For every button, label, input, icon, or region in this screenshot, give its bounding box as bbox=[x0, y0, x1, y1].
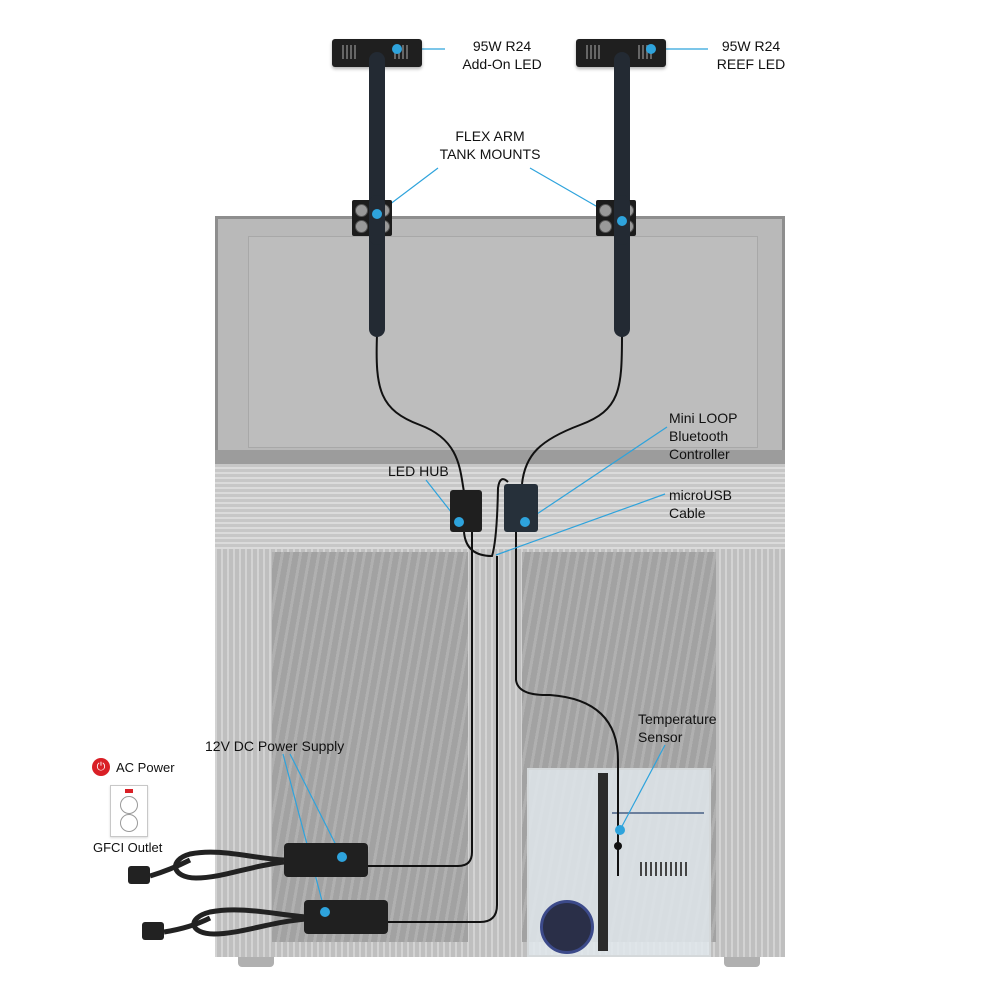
sump-water-line bbox=[612, 812, 704, 814]
label-led-hub: LED HUB bbox=[388, 463, 449, 479]
stand-foot bbox=[238, 957, 274, 967]
flex-arm-left-front bbox=[369, 195, 385, 245]
callout-dot bbox=[617, 216, 627, 226]
stand-foot bbox=[724, 957, 760, 967]
flex-arm-left bbox=[369, 52, 385, 337]
ac-plug-2 bbox=[142, 922, 164, 940]
power-supply-1 bbox=[284, 843, 368, 877]
flex-arm-right bbox=[614, 52, 630, 337]
callout-dot bbox=[392, 44, 402, 54]
callout-dot bbox=[520, 517, 530, 527]
callout-dot bbox=[320, 907, 330, 917]
gfci-outlet-icon bbox=[110, 785, 148, 837]
callout-dot bbox=[646, 44, 656, 54]
tank-bottom-rim bbox=[215, 450, 785, 464]
sump-baffle bbox=[598, 773, 608, 951]
stand-top-panel bbox=[215, 464, 785, 549]
cabinet-door-left bbox=[272, 552, 468, 942]
callout-dot bbox=[372, 209, 382, 219]
power-supply-2 bbox=[304, 900, 388, 934]
label-gfci-outlet: GFCI Outlet bbox=[93, 840, 163, 855]
tank-inner-glass bbox=[248, 236, 758, 448]
heater-vent bbox=[640, 862, 688, 876]
return-pump bbox=[540, 900, 594, 954]
callout-dot bbox=[454, 517, 464, 527]
callout-dot bbox=[615, 825, 625, 835]
ac-plug-1 bbox=[128, 866, 150, 884]
label-power-supply: 12V DC Power Supply bbox=[205, 738, 345, 754]
plug-icon: ⏻ bbox=[92, 758, 110, 776]
label-ac-power: AC Power bbox=[116, 760, 175, 775]
callout-dot bbox=[337, 852, 347, 862]
